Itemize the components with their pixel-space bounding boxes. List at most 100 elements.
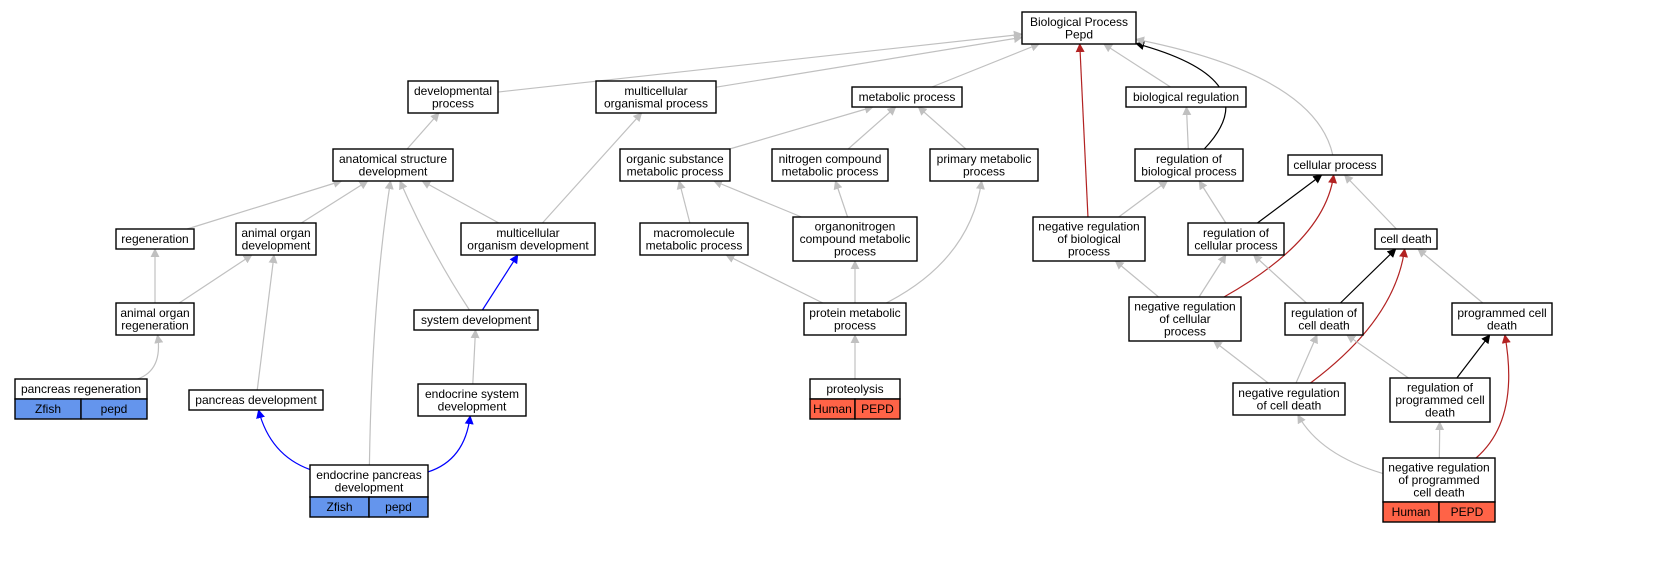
node-cp[interactable]: cellular process: [1287, 154, 1383, 176]
node-label-line: biological regulation: [1133, 90, 1239, 104]
node-label-line: organic substance: [626, 152, 724, 166]
annotation-gene: pepd: [101, 402, 128, 416]
node-box: [309, 464, 429, 498]
node-box: [851, 86, 963, 108]
node-label-line: metabolic process: [627, 164, 724, 178]
node-label-line: development: [335, 480, 404, 494]
node-label-line: regeneration: [121, 318, 188, 332]
annotation-cell: [80, 398, 148, 420]
edge-mod-to-asd: [421, 180, 500, 224]
edge-sd-to-asd: [399, 180, 470, 311]
node-box: [1284, 302, 1364, 336]
node-label-line: organism development: [467, 238, 589, 252]
node-label-line: programmed cell: [1395, 393, 1484, 407]
edge-nrpcd-to-nrcd: [1297, 414, 1384, 475]
edge-ocm-to-ncm: [833, 180, 849, 218]
node-box: [1287, 154, 1383, 176]
node-box: [115, 228, 195, 250]
node-box: [1389, 377, 1491, 423]
node-label-line: anatomical structure: [339, 152, 447, 166]
node-breg[interactable]: biological regulation: [1125, 86, 1247, 108]
node-label-line: animal organ: [120, 306, 189, 320]
node-meta[interactable]: metabolic process: [851, 86, 963, 108]
edge-mop-to-bp: [715, 34, 1023, 88]
node-box: [1128, 296, 1242, 342]
node-box: [332, 148, 454, 182]
annotation-cell: [854, 398, 901, 420]
edge-epd-to-asd: [368, 180, 394, 466]
node-label-line: process: [834, 245, 876, 259]
node-box: [803, 302, 907, 336]
node-regen[interactable]: regeneration: [115, 228, 195, 250]
node-box: [1374, 228, 1438, 250]
node-label-line: of cellular: [1159, 312, 1210, 326]
node-label-line: negative regulation: [1388, 461, 1489, 475]
node-label-line: cellular process: [1293, 158, 1376, 172]
node-box: [235, 222, 317, 256]
edge-layer: [137, 30, 1511, 475]
node-label-line: of biological: [1057, 232, 1120, 246]
edge-osm-to-meta: [729, 104, 874, 150]
annotation-cell: [368, 496, 429, 518]
edge-asd-to-dev: [406, 112, 440, 150]
edge-rcd-to-cd: [1339, 248, 1397, 304]
node-label-line: programmed cell: [1457, 306, 1546, 320]
edge-pr-to-aor: [137, 334, 164, 380]
node-label-line: pancreas regeneration: [21, 382, 141, 396]
node-label-line: regeneration: [121, 232, 188, 246]
node-label-line: negative regulation: [1038, 220, 1139, 234]
node-box: [407, 80, 499, 114]
edge-cp-to-bp: [1135, 36, 1334, 156]
node-label-line: primary metabolic: [937, 152, 1032, 166]
edge-mod-to-mop: [541, 112, 643, 224]
annotation-species: Zfish: [326, 500, 352, 514]
edge-ncm-to-meta: [847, 106, 897, 150]
edge-nrpcd-to-pcd: [1475, 334, 1511, 459]
annotation-species: Human: [813, 402, 852, 416]
node-label-line: process: [963, 164, 1005, 178]
node-label-line: protein metabolic: [809, 306, 900, 320]
node-label-line: cell death: [1413, 486, 1464, 500]
node-label-line: metabolic process: [859, 90, 956, 104]
edge-rpcd-to-rcd: [1346, 334, 1409, 379]
node-sd[interactable]: system development: [413, 309, 539, 331]
node-cd[interactable]: cell death: [1374, 228, 1438, 250]
annotation-gene: pepd: [385, 500, 412, 514]
edge-nrcd-to-rcd: [1295, 334, 1318, 384]
edge-rcp-to-cp: [1257, 174, 1323, 224]
node-pd[interactable]: pancreas development: [188, 389, 324, 411]
node-label-line: developmental: [414, 84, 492, 98]
edge-esd-to-sd: [470, 329, 480, 385]
node-label-line: cell death: [1380, 232, 1431, 246]
